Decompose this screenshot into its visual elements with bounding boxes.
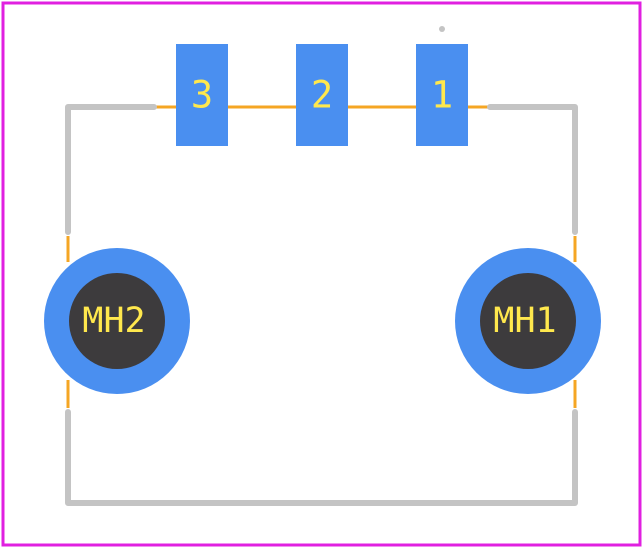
pad-2-copper: [296, 44, 348, 146]
pin1-marker-dot: [439, 26, 445, 32]
mounting-hole-mh2: MH2: [44, 248, 190, 394]
pad-3-label: 3: [191, 74, 213, 117]
silkscreen: [65, 104, 578, 506]
mh2-label: MH2: [82, 301, 145, 341]
pad-3: 3: [176, 44, 228, 146]
pad-1: 1: [416, 44, 468, 146]
pad-3-copper: [176, 44, 228, 146]
mh1-drill: [480, 273, 576, 369]
mh1-label: MH1: [493, 301, 556, 341]
pad-2: 2: [296, 44, 348, 146]
mounting-hole-mh1: MH1: [455, 248, 601, 394]
silkscreen-left-top: [65, 104, 157, 235]
pad-2-label: 2: [311, 74, 333, 117]
silkscreen-bottom: [65, 409, 578, 506]
pad-1-copper: [416, 44, 468, 146]
pad-1-label: 1: [431, 74, 453, 117]
mh2-drill: [69, 273, 165, 369]
silkscreen-right-top: [487, 104, 578, 235]
